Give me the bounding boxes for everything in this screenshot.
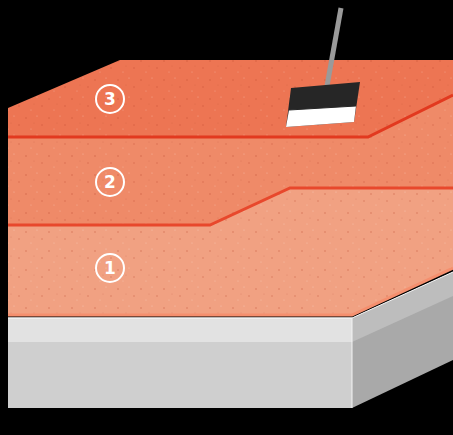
layer-texture [8, 60, 453, 137]
layer-edge [8, 268, 453, 315]
callout-number: 1 [104, 260, 116, 277]
callout-circle [96, 254, 124, 282]
slab-front [8, 318, 352, 408]
callout-number: 2 [104, 174, 116, 191]
squeegee-strip [286, 106, 356, 127]
layer-line [8, 188, 453, 225]
callout-circle [96, 85, 124, 113]
layer-line [8, 95, 453, 137]
callout-circle [96, 168, 124, 196]
squeegee-blade [286, 82, 360, 127]
slab-edge [8, 317, 352, 319]
squeegee-edge [289, 106, 356, 110]
slab-edge [352, 318, 353, 408]
layer-3 [8, 60, 453, 137]
tool-handle [327, 8, 341, 86]
callout-number: 3 [104, 91, 116, 108]
slab-top-band [8, 318, 352, 342]
